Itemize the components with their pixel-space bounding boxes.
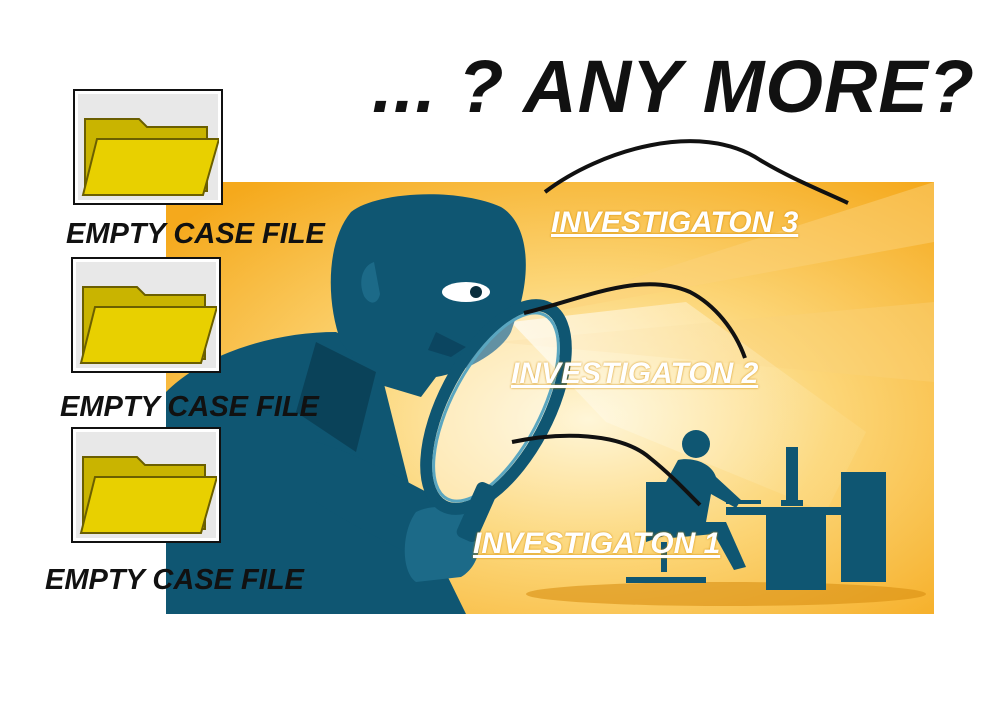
- case-file-3-caption: EMPTY CASE FILE: [45, 564, 304, 596]
- arc-investigation-1: [511, 433, 702, 507]
- case-file-3: [71, 427, 221, 543]
- arc-investigation-3: [543, 139, 849, 205]
- folder-icon: [79, 456, 217, 534]
- case-file-2: [71, 257, 221, 373]
- light-beam: [511, 302, 866, 512]
- investigation-3-label: INVESTIGATON 3: [551, 206, 799, 239]
- ear: [361, 262, 380, 303]
- arc-investigation-2: [523, 282, 747, 359]
- investigation-illustration: [166, 182, 934, 614]
- case-file-2-caption: EMPTY CASE FILE: [60, 391, 319, 423]
- investigation-1-label: INVESTIGATON 1: [473, 527, 721, 560]
- folder-icon: [79, 286, 217, 364]
- case-file-1: [73, 89, 223, 205]
- investigation-2-label: INVESTIGATON 2: [511, 357, 759, 390]
- folder-icon: [81, 118, 219, 196]
- office-worker-at-desk: [626, 430, 886, 590]
- case-file-1-caption: EMPTY CASE FILE: [66, 218, 325, 250]
- investigator-figure: [166, 194, 526, 614]
- headline: ... ? ANY MORE?: [372, 45, 975, 128]
